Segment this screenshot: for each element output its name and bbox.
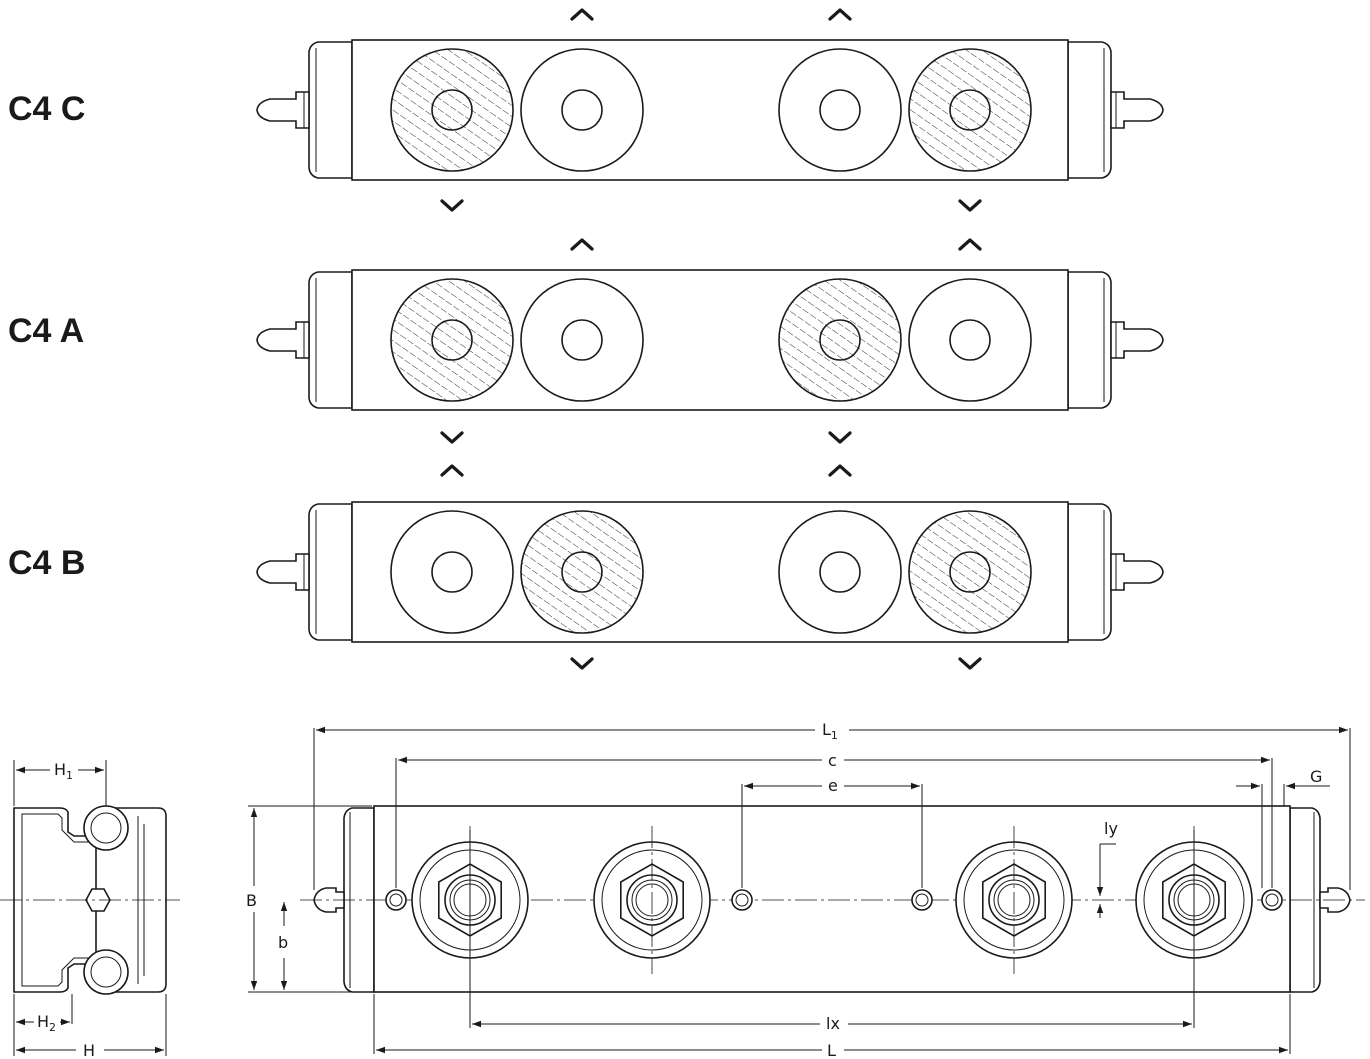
chevron-up-icon — [828, 8, 852, 21]
front-view — [300, 805, 1365, 993]
dimension-lines — [248, 718, 1351, 1059]
front-mounting-hole — [1261, 889, 1283, 911]
chevron-down-icon — [958, 657, 982, 670]
variant-bar — [256, 501, 1164, 643]
bar-right-cap — [1067, 503, 1112, 641]
side-roller-bottom — [83, 949, 129, 995]
chevron-down-icon — [570, 657, 594, 670]
chevron-up-icon — [570, 238, 594, 251]
dim-label-e: e — [828, 776, 838, 795]
chevron-down-icon — [828, 431, 852, 444]
chevron-up-icon — [440, 464, 464, 477]
roller-hatched — [390, 48, 514, 172]
roller-hatched — [908, 510, 1032, 634]
bar-left-cap — [308, 503, 353, 641]
dim-label-l: L — [827, 1041, 836, 1059]
chevron-down-icon — [440, 431, 464, 444]
front-mounting-hole — [385, 889, 407, 911]
bar-right-cap — [1067, 271, 1112, 409]
bar-left-nipple — [256, 553, 310, 591]
bar-left-nipple — [256, 321, 310, 359]
front-mounting-hole — [731, 889, 753, 911]
front-mounting-hole — [911, 889, 933, 911]
dim-label-lx: lx — [826, 1014, 840, 1033]
bar-right-nipple — [1110, 321, 1164, 359]
variant-label-c4c: C4 C — [8, 90, 85, 128]
dim-label-g: G — [1310, 767, 1322, 786]
chevron-down-icon — [958, 199, 982, 212]
bar-right-cap — [1067, 41, 1112, 179]
bar-right-nipple — [1110, 553, 1164, 591]
chevron-up-icon — [570, 8, 594, 21]
variant-label-c4a: C4 A — [8, 312, 84, 350]
roller-hatched — [520, 510, 644, 634]
variant-top-views — [256, 8, 1164, 670]
bar-left-cap — [308, 271, 353, 409]
dim-label-c: c — [828, 751, 837, 770]
chevron-up-icon — [958, 238, 982, 251]
bar-right-nipple — [1110, 91, 1164, 129]
bar-left-nipple — [256, 91, 310, 129]
bar-left-cap — [308, 41, 353, 179]
variant-label-c4b: C4 B — [8, 544, 85, 582]
dim-label-b-lower: b — [278, 933, 288, 952]
dim-label-ly: ly — [1104, 819, 1118, 838]
roller-hatched — [908, 48, 1032, 172]
dim-label-h2: H2 — [37, 1012, 56, 1034]
roller-hatched — [778, 278, 902, 402]
chevron-up-icon — [828, 464, 852, 477]
variant-bar — [256, 269, 1164, 411]
front-bolt-assembly — [593, 826, 711, 974]
dim-label-l1: L1 — [822, 720, 838, 742]
front-bolt-assembly — [955, 826, 1073, 974]
roller-hatched — [390, 278, 514, 402]
variant-bar — [256, 39, 1164, 181]
dim-label-h: H — [83, 1041, 95, 1059]
dim-label-h1: H1 — [54, 760, 73, 782]
side-view — [0, 760, 180, 1056]
dim-label-b-upper: B — [246, 891, 257, 910]
chevron-down-icon — [440, 199, 464, 212]
